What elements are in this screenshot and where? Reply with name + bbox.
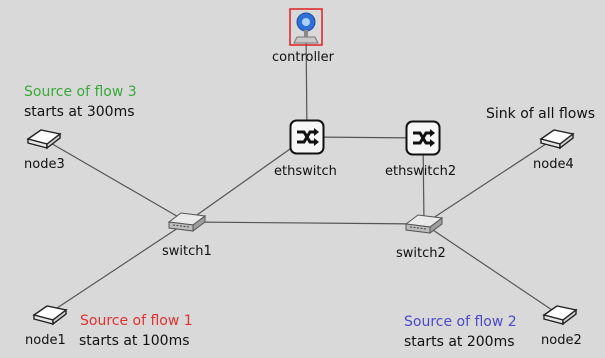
ethswitch2-icon[interactable] [405,120,441,156]
ethswitch-icon[interactable] [289,119,325,155]
link-ethswitch-switch1 [186,136,308,223]
node1-host-icon[interactable] [31,303,69,327]
node3-host-icon[interactable] [25,127,63,151]
node1-label: node1 [25,333,66,348]
link-switch2-node4 [423,137,556,225]
controller-label: controller [272,50,335,65]
node2-label: node2 [541,333,582,348]
ethswitch2-label: ethswitch2 [385,164,457,179]
sink-annotation: Sink of all flows [486,106,596,122]
flow2-start-annotation: starts at 200ms [404,334,515,350]
ethswitch-label: ethswitch [274,164,337,179]
link-switch1-node1 [47,221,188,315]
controller-icon[interactable] [289,8,323,46]
node3-label: node3 [24,157,65,172]
flow1-start-annotation: starts at 100ms [79,333,190,349]
flow2-source-annotation: Source of flow 2 [404,314,517,330]
switch1-icon[interactable] [167,210,207,234]
switch2-icon[interactable] [404,212,444,236]
switch1-label: switch1 [162,244,212,259]
link-switch1-node3 [41,137,188,223]
node4-label: node4 [533,157,574,172]
link-ethswitch-ethswitch2 [306,136,424,139]
link-switch2-node2 [423,223,559,315]
flow3-source-annotation: Source of flow 3 [24,84,137,100]
node4-host-icon[interactable] [538,127,576,151]
flow1-source-annotation: Source of flow 1 [80,313,193,329]
flow3-start-annotation: starts at 300ms [24,104,135,120]
link-switch1-switch2 [186,221,425,225]
switch2-label: switch2 [396,246,446,261]
node2-host-icon[interactable] [541,303,579,327]
